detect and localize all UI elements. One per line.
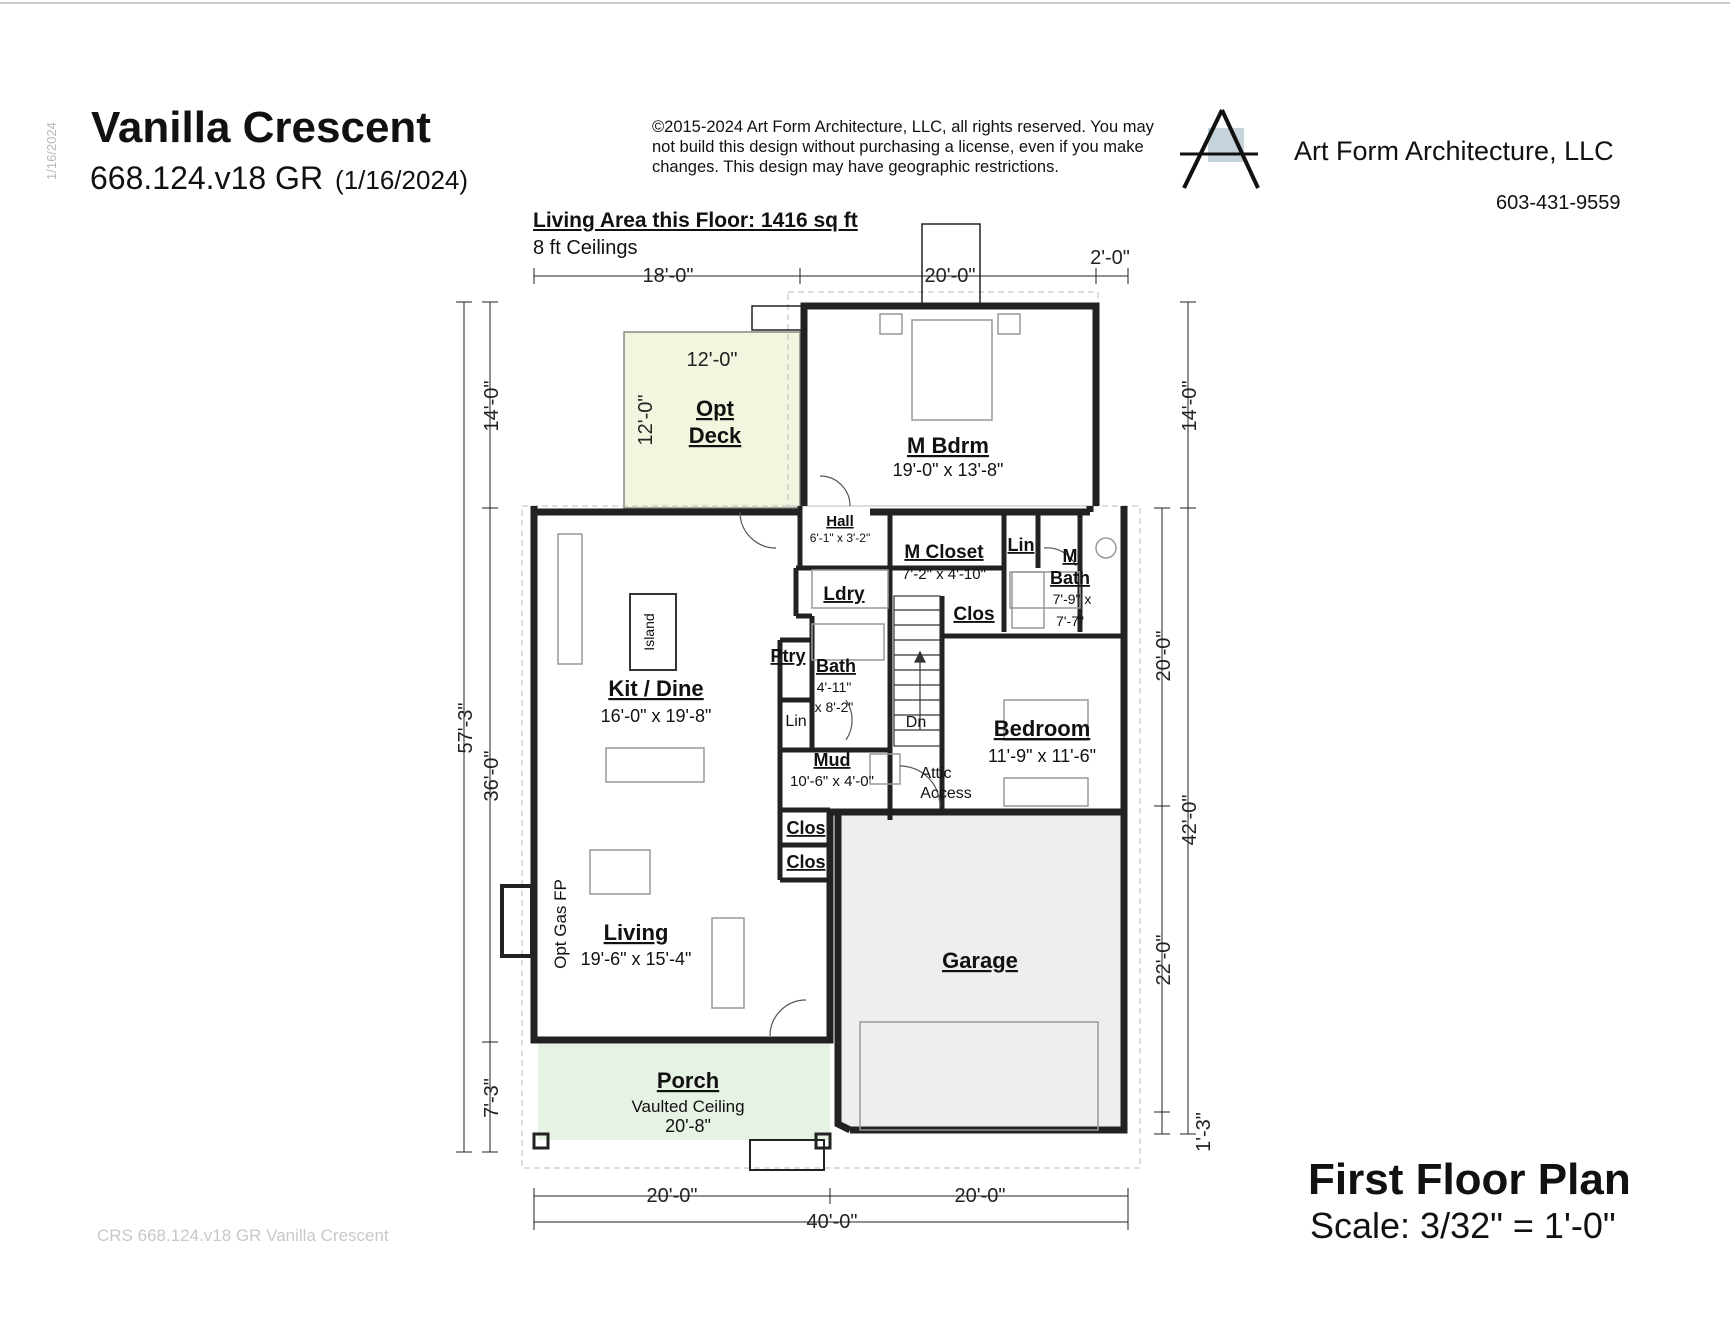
dim-left-14: 14'-0" xyxy=(481,381,503,432)
plan-code-text: 668.124.v18 GR xyxy=(90,160,324,196)
extent-guides xyxy=(521,291,1141,1169)
room-m-bdrm: M Bdrm xyxy=(907,433,989,458)
firm-logo-icon xyxy=(1180,109,1260,189)
room-mud-size: 10'-6" x 4'-0" xyxy=(790,773,874,790)
room-bath-size-line1: 4'-11" xyxy=(817,679,852,695)
dim-top-left: 18'-0" xyxy=(643,265,694,287)
room-m-bath-line1: M xyxy=(1063,546,1078,566)
room-clos-upper: Clos xyxy=(953,604,994,625)
dim-top-right: 2'-0" xyxy=(1090,247,1130,269)
attic-access-line2: Access xyxy=(920,785,972,802)
room-clos-a: Clos xyxy=(786,818,825,838)
room-bath: Bath xyxy=(816,656,856,676)
room-kit-dine-size: 16'-0" x 19'-8" xyxy=(601,706,712,726)
dim-left-7: 7'-3" xyxy=(481,1078,503,1118)
room-bedroom: Bedroom xyxy=(994,716,1091,741)
plan-scale: Scale: 3/32" = 1'-0" xyxy=(1310,1205,1616,1246)
room-opt-deck-line1: Opt xyxy=(696,396,735,421)
garage-area xyxy=(838,812,1124,1130)
room-ldry: Ldry xyxy=(823,584,865,605)
room-m-bdrm-size: 19'-0" x 13'-8" xyxy=(893,460,1004,480)
deck-steps xyxy=(751,223,981,331)
room-m-bath-size-line1: 7'-9" x xyxy=(1053,591,1092,607)
dim-deck-depth: 12'-0" xyxy=(635,395,657,446)
plan-code: 668.124.v18 GR (1/16/2024) xyxy=(90,160,468,197)
room-clos-b: Clos xyxy=(786,852,825,872)
room-living-size: 19'-6" x 15'-4" xyxy=(581,949,692,969)
ceilings-label: 8 ft Ceilings xyxy=(533,237,638,259)
room-ptry: Ptry xyxy=(770,646,805,666)
room-bath-size-line2: x 8'-2" xyxy=(815,699,854,715)
room-lin-top: Lin xyxy=(1008,535,1035,555)
door-swings xyxy=(739,475,1077,1037)
attic-access-line1: Attic xyxy=(920,765,951,782)
dim-right-14: 14'-0" xyxy=(1179,381,1201,432)
dim-left-36: 36'-0" xyxy=(481,751,503,802)
dim-deck-width: 12'-0" xyxy=(687,349,738,371)
plan-date: (1/16/2024) xyxy=(335,165,469,195)
porch-note: Vaulted Ceiling xyxy=(631,1097,744,1116)
footer-note: CRS 668.124.v18 GR Vanilla Crescent xyxy=(97,1226,389,1245)
room-porch: Porch xyxy=(657,1068,719,1093)
dim-bottom-left: 20'-0" xyxy=(647,1185,698,1207)
dimension-labels: 18'-0" 20'-0" 2'-0" 12'-0" 12'-0" 14'-0"… xyxy=(455,247,1215,1233)
dim-right-42: 42'-0" xyxy=(1179,795,1201,846)
room-bedroom-size: 11'-9" x 11'-6" xyxy=(988,746,1096,766)
dim-top-mid: 20'-0" xyxy=(925,265,976,287)
porch-area xyxy=(538,1044,830,1140)
furniture xyxy=(500,313,1117,1131)
stairs-dn: Dn xyxy=(906,714,926,731)
room-m-closet: M Closet xyxy=(904,542,984,563)
firm-name: Art Form Architecture, LLC xyxy=(1294,136,1614,166)
room-m-closet-size: 7'-2" x 4'-10" xyxy=(902,566,986,583)
firm-phone: 603-431-9559 xyxy=(1496,192,1621,214)
plan-name-title: Vanilla Crescent xyxy=(91,103,431,152)
dim-right-22: 22'-0" xyxy=(1153,935,1175,986)
floor-plan-title: First Floor Plan xyxy=(1308,1155,1631,1204)
room-lin-mid: Lin xyxy=(785,713,806,730)
room-hall: Hall xyxy=(826,513,854,530)
dim-bottom-right: 20'-0" xyxy=(955,1185,1006,1207)
room-m-bath-size-line2: 7'-7" xyxy=(1056,613,1084,629)
dim-right-1: 1'-3" xyxy=(1193,1112,1215,1152)
room-kit-dine: Kit / Dine xyxy=(608,676,703,701)
room-opt-deck-line2: Deck xyxy=(689,423,742,448)
dim-bottom-total: 40'-0" xyxy=(807,1211,858,1233)
dimension-lines xyxy=(456,268,1196,1230)
room-living: Living xyxy=(604,920,669,945)
room-m-bath-line2: Bath xyxy=(1050,568,1090,588)
opt-gas-fireplace-label: Opt Gas FP xyxy=(551,879,570,969)
dim-left-57: 57'-3" xyxy=(455,703,477,754)
top-border-line xyxy=(0,2,1730,4)
kitchen-island-label: Island xyxy=(641,613,657,650)
living-area-label: Living Area this Floor: 1416 sq ft xyxy=(533,209,858,232)
porch-posts xyxy=(532,1132,832,1171)
room-hall-size: 6'-1" x 3'-2" xyxy=(810,531,870,545)
room-mud: Mud xyxy=(814,750,851,770)
room-labels: Opt Deck M Bdrm 19'-0" x 13'-8" Hall 6'-… xyxy=(551,396,1096,1136)
stair-treads xyxy=(893,595,941,747)
copyright-notice: ©2015-2024 Art Form Architecture, LLC, a… xyxy=(652,118,1154,176)
room-garage: Garage xyxy=(942,948,1018,973)
porch-dimension: 20'-8" xyxy=(665,1116,711,1136)
dim-right-20: 20'-0" xyxy=(1153,631,1175,682)
